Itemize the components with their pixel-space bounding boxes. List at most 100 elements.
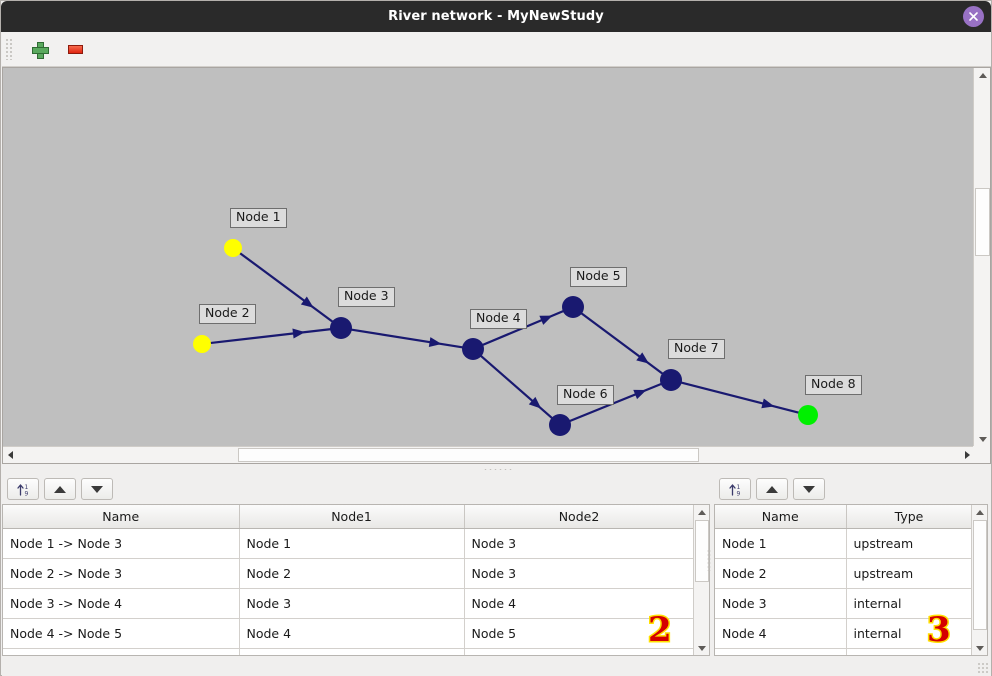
graph-vertical-scroll-thumb[interactable] xyxy=(975,188,990,256)
table-cell[interactable]: Node 1 -> Node 3 xyxy=(3,528,240,559)
graph-edge[interactable] xyxy=(209,328,332,345)
nodes-scroll-down-button[interactable] xyxy=(972,641,987,655)
table-cell[interactable]: Node 4 xyxy=(464,588,695,619)
graph-node-node-6[interactable] xyxy=(549,414,571,436)
table-cell[interactable]: Node 3 xyxy=(464,528,695,559)
table-cell[interactable]: Node 1 xyxy=(239,528,465,559)
table-cell[interactable]: Node 2 xyxy=(715,558,847,589)
table-cell[interactable]: upstream xyxy=(846,528,973,559)
column-header-node1[interactable]: Node1 xyxy=(239,505,465,529)
column-header-name[interactable]: Name xyxy=(715,505,847,529)
graph-node-label-node-8[interactable]: Node 8 xyxy=(805,375,862,395)
graph-node-label-node-1[interactable]: Node 1 xyxy=(230,208,287,228)
table-cell[interactable]: Node 3 xyxy=(464,558,695,589)
chevron-right-icon xyxy=(964,451,970,459)
nodes-scroll-thumb[interactable] xyxy=(973,520,987,630)
table-cell[interactable]: Node 4 xyxy=(715,618,847,649)
table-row-empty[interactable] xyxy=(3,648,695,655)
table-cell[interactable]: upstream xyxy=(846,558,973,589)
graph-edge[interactable] xyxy=(680,381,800,414)
network-graph-canvas[interactable]: Node 1 Node 2 Node 3 Node 4 Node 5 Node 6 Node… xyxy=(3,68,974,447)
nodes-vertical-scrollbar[interactable] xyxy=(971,505,987,655)
table-cell[interactable]: internal xyxy=(846,588,973,619)
graph-edge[interactable] xyxy=(238,251,334,323)
graph-edge[interactable] xyxy=(580,312,664,375)
nodes-move-up-button[interactable] xyxy=(756,478,788,500)
graph-scroll-down-button[interactable] xyxy=(974,432,991,447)
table-cell[interactable]: Node 3 xyxy=(239,588,465,619)
table-row-empty[interactable] xyxy=(715,648,973,655)
close-icon[interactable] xyxy=(963,6,984,27)
arrow-up-icon xyxy=(54,485,66,493)
graph-edge-arrow xyxy=(633,389,647,400)
table-cell[interactable]: Node 4 -> Node 5 xyxy=(3,618,240,649)
table-cell[interactable]: Node 4 xyxy=(239,618,465,649)
table-cell[interactable] xyxy=(239,648,465,655)
graph-node-label-node-7[interactable]: Node 7 xyxy=(668,339,725,359)
reaches-vertical-scrollbar[interactable] xyxy=(693,505,709,655)
graph-node-node-4[interactable] xyxy=(462,338,484,360)
column-header-node2[interactable]: Node2 xyxy=(464,505,695,529)
nodes-scroll-up-button[interactable] xyxy=(972,505,987,519)
graph-node-label-node-5[interactable]: Node 5 xyxy=(570,267,627,287)
table-cell[interactable] xyxy=(464,648,695,655)
graph-node-node-3[interactable] xyxy=(330,317,352,339)
table-cell[interactable] xyxy=(3,648,240,655)
graph-node-node-1[interactable] xyxy=(224,239,242,257)
graph-node-node-2[interactable] xyxy=(193,335,211,353)
graph-node-node-5[interactable] xyxy=(562,296,584,318)
reaches-scroll-down-button[interactable] xyxy=(694,641,709,655)
graph-node-node-8[interactable] xyxy=(798,405,818,425)
table-cell[interactable]: Node 5 xyxy=(464,618,695,649)
graph-node-node-7[interactable] xyxy=(660,369,682,391)
graph-node-label-node-6[interactable]: Node 6 xyxy=(557,385,614,405)
reaches-move-up-button[interactable] xyxy=(44,478,76,500)
reaches-scroll-up-button[interactable] xyxy=(694,505,709,519)
graph-node-label-node-2[interactable]: Node 2 xyxy=(199,304,256,324)
horizontal-splitter[interactable] xyxy=(2,465,991,474)
graph-node-label-node-3[interactable]: Node 3 xyxy=(338,287,395,307)
table-cell[interactable]: Node 2 xyxy=(239,558,465,589)
table-cell[interactable]: Node 3 xyxy=(715,588,847,619)
graph-edge[interactable] xyxy=(479,354,554,420)
reaches-sort-button[interactable]: 1 9 xyxy=(7,478,39,500)
nodes-sort-button[interactable]: 1 9 xyxy=(719,478,751,500)
graph-horizontal-scroll-thumb[interactable] xyxy=(238,448,699,462)
table-cell[interactable]: internal xyxy=(846,618,973,649)
table-cell[interactable]: Node 2 -> Node 3 xyxy=(3,558,240,589)
pane-resize-grip[interactable] xyxy=(707,549,711,571)
column-header-type[interactable]: Type xyxy=(846,505,973,529)
delete-button[interactable] xyxy=(60,35,90,63)
graph-horizontal-scrollbar[interactable] xyxy=(3,446,974,463)
toolbar-drag-handle[interactable] xyxy=(5,38,14,60)
column-header-name[interactable]: Name xyxy=(3,505,240,529)
graph-scroll-left-button[interactable] xyxy=(3,447,17,463)
graph-node-label-node-4[interactable]: Node 4 xyxy=(470,309,527,329)
table-cell[interactable]: Node 1 xyxy=(715,528,847,559)
graph-vertical-scrollbar[interactable] xyxy=(973,68,990,447)
graph-scroll-up-button[interactable] xyxy=(974,68,991,83)
reaches-move-down-button[interactable] xyxy=(81,478,113,500)
table-cell[interactable]: Node 3 -> Node 4 xyxy=(3,588,240,619)
table-cell[interactable] xyxy=(846,648,973,655)
graph-scroll-right-button[interactable] xyxy=(960,447,974,463)
add-button[interactable] xyxy=(24,35,54,63)
nodes-move-down-button[interactable] xyxy=(793,478,825,500)
window-resize-grip[interactable] xyxy=(977,662,988,673)
graph-edge[interactable] xyxy=(350,328,464,349)
table-cell[interactable] xyxy=(715,648,847,655)
